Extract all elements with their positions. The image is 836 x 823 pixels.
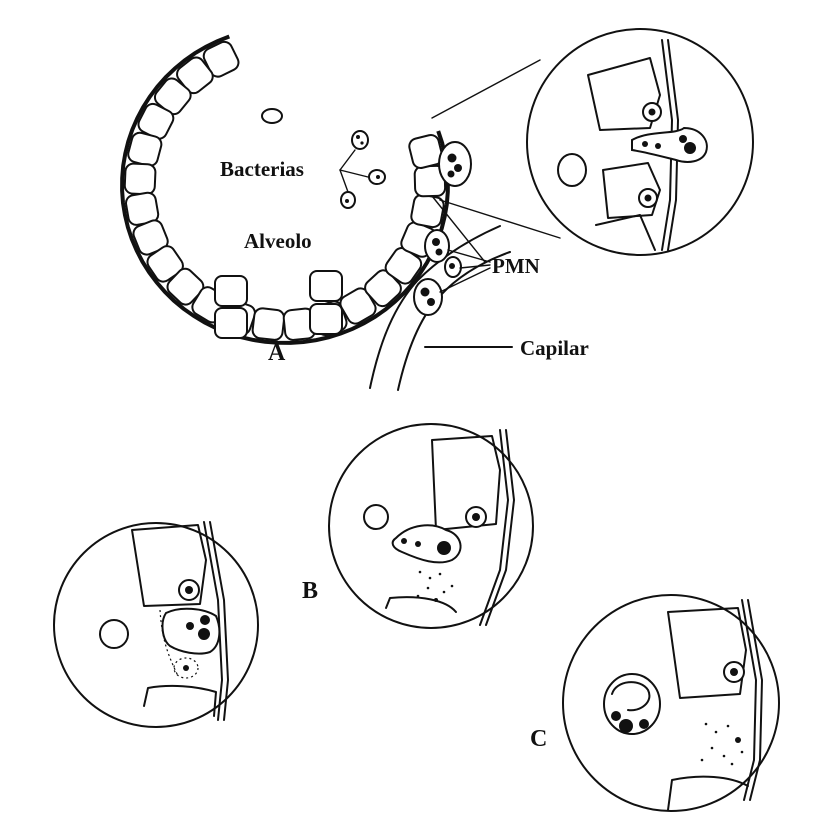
debris-dot: [451, 585, 454, 588]
label-panel-c: C: [530, 726, 547, 752]
epithelial-cell: [410, 193, 445, 228]
label-panel-a: A: [268, 340, 286, 366]
panel-c-view: [563, 595, 779, 811]
epithelial-cell: [215, 308, 247, 338]
magnified-view-a: [527, 29, 753, 255]
label-alveolus: Alveolo: [244, 229, 312, 253]
debris-dot: [705, 723, 708, 726]
debris-dot: [417, 595, 420, 598]
debris-dot: [731, 763, 734, 766]
panel-b-view-1: [329, 424, 533, 628]
debris-dot: [443, 591, 446, 594]
debris-dot: [727, 725, 730, 728]
debris-dot: [711, 747, 714, 750]
debris-dot: [434, 598, 438, 602]
epithelial-cell: [215, 276, 247, 306]
epithelial-cell: [126, 131, 163, 168]
debris-dot: [723, 755, 726, 758]
epithelial-cell: [310, 304, 342, 334]
label-panel-b: B: [302, 578, 318, 604]
epithelial-cell: [252, 307, 285, 340]
debris-dot: [701, 759, 704, 762]
debris-dot: [715, 731, 718, 734]
epithelial-cell: [310, 271, 342, 301]
debris-dot: [427, 587, 430, 590]
debris-dot: [429, 577, 432, 580]
label-bacteria: Bacterias: [220, 157, 304, 181]
label-capillary: Capilar: [520, 336, 589, 360]
panel-b-view-2: [54, 522, 258, 727]
debris-dot: [419, 571, 422, 574]
label-pmn: PMN: [492, 254, 540, 278]
debris-dot: [439, 573, 442, 576]
epithelial-cell: [124, 163, 155, 194]
debris-dot: [741, 751, 744, 754]
debris-dot: [735, 737, 741, 743]
